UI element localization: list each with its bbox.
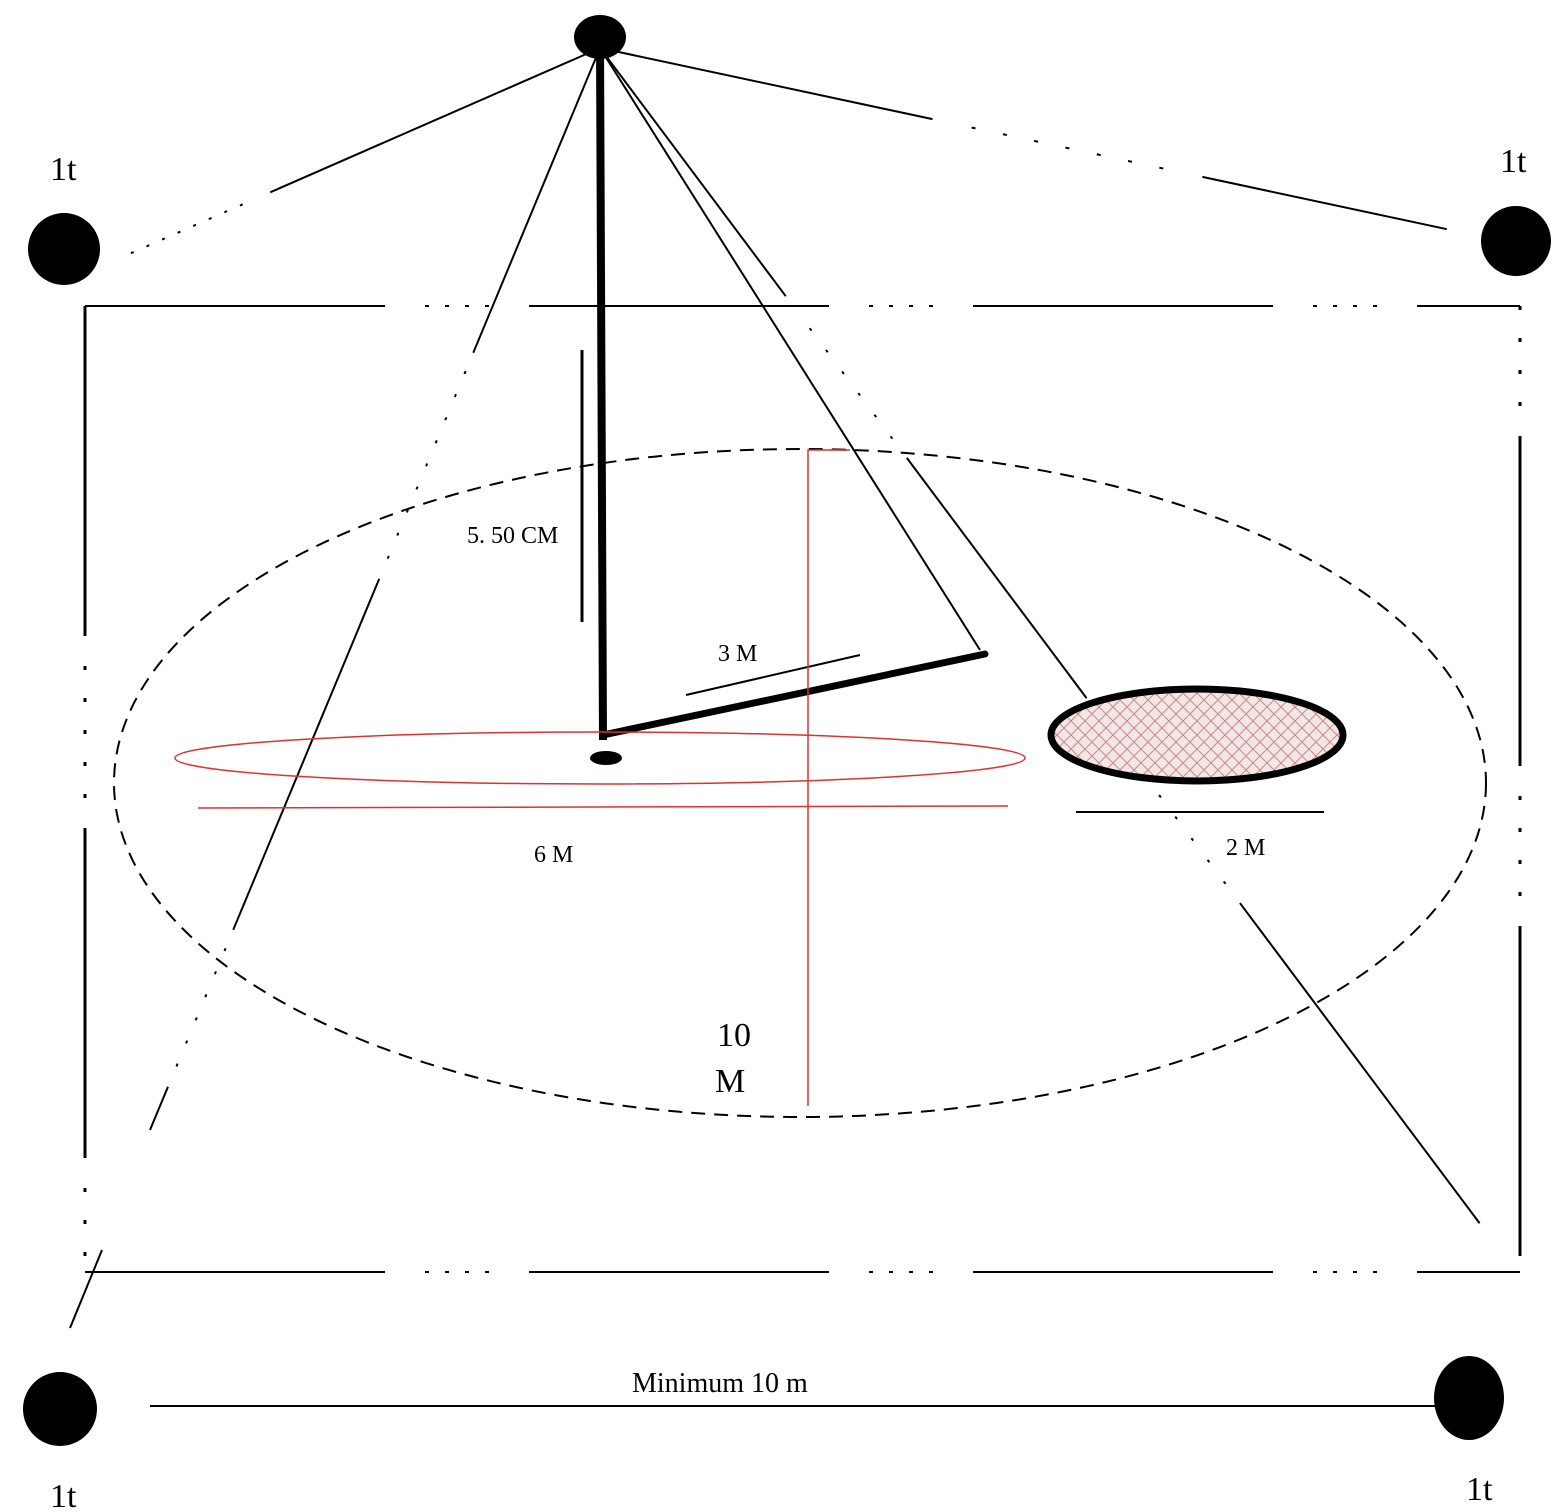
anchor-weight-top-left [28,213,100,285]
safety-radius-ellipse [113,448,1487,1118]
base-diameter-line [197,805,1009,809]
guy-wire-bottom-right [599,47,1552,1321]
boom-length-dimension-line [685,654,861,696]
weight-label-top-left: 1t [50,151,77,188]
guy-wire-top-left [119,47,601,259]
base-ring [174,731,1026,785]
enclosure-rectangle [83,305,1522,1273]
mast-base-foot [590,751,622,765]
weight-label-bottom-right: 1t [1466,1471,1493,1508]
pit-hatched-area [1047,685,1347,785]
radius-number-label: 10 [717,1017,751,1054]
anchor-weight-top-right [1481,206,1551,276]
boom-arm [599,650,989,739]
mast-top-cap [574,15,626,59]
weight-label-bottom-left: 1t [50,1478,77,1512]
radius-unit-label: M [715,1063,745,1100]
pit-diameter-label: 2 M [1226,835,1265,861]
guy-wire-bottom-left-lower [69,1249,103,1329]
anchor-weight-bottom-left [23,1372,97,1446]
base-diameter-label: 6 M [534,842,573,868]
boom-stay-wire [599,47,981,651]
weight-label-top-right: 1t [1500,143,1527,180]
anchor-weight-bottom-right [1434,1356,1504,1440]
guy-wire-bottom-left [149,47,601,1131]
pole-height-label: 5. 50 CM [467,523,558,549]
boom-length-label: 3 M [718,641,757,667]
mast-pole [596,43,607,741]
guy-wires [69,47,1552,1329]
radius-line [807,449,850,1106]
anchor-spacing-label: Minimum 10 m [632,1368,808,1399]
guy-wire-top-right [599,47,1461,233]
